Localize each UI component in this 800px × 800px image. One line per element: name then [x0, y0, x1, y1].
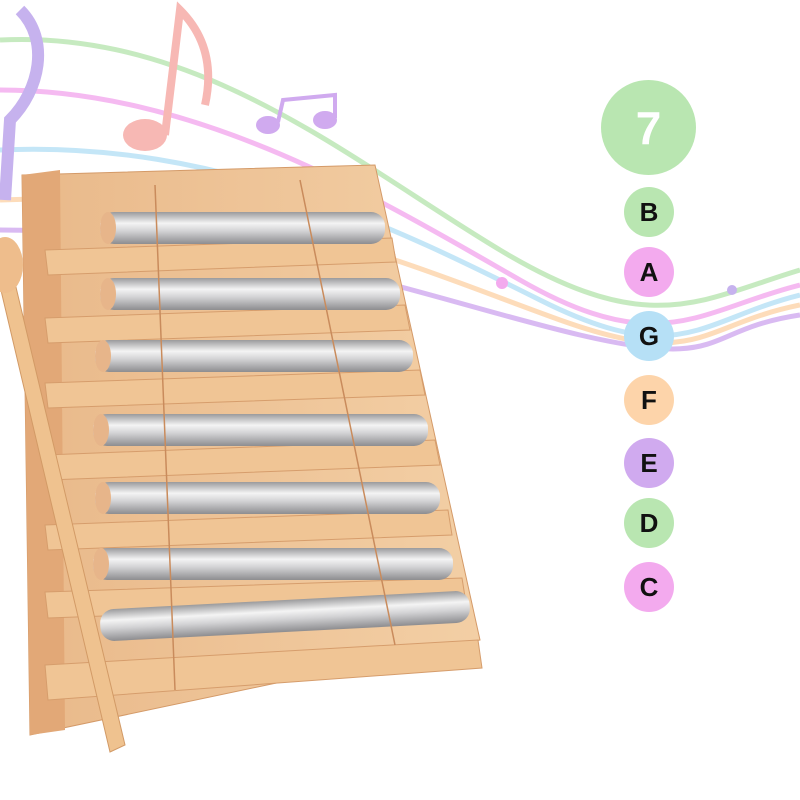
music-note-icons	[0, 1, 737, 295]
note-badge-a: A	[624, 247, 674, 297]
chime-bar[interactable]	[93, 548, 453, 580]
chime-bar[interactable]	[100, 278, 400, 310]
bar-count-badge: 7	[601, 80, 696, 175]
note-label: E	[640, 447, 658, 478]
note-badge-d: D	[624, 498, 674, 548]
note-label: F	[641, 384, 657, 415]
mallet[interactable]	[0, 237, 126, 753]
chime-bar[interactable]	[95, 340, 413, 372]
note-label: A	[639, 256, 659, 287]
chime-bar[interactable]	[100, 212, 385, 244]
bar-count-text: 7	[635, 101, 662, 154]
chime-bar[interactable]	[93, 414, 428, 446]
note-label: D	[639, 507, 659, 538]
note-label: B	[639, 196, 659, 227]
chime-bar[interactable]	[95, 482, 440, 514]
chime-bar[interactable]	[99, 590, 470, 641]
strings	[154, 179, 396, 691]
metal-chime-bars	[93, 212, 470, 641]
note-label: C	[639, 571, 659, 602]
note-badge-g: G	[624, 311, 674, 361]
note-badge-c: C	[624, 562, 674, 612]
note-badge-b: B	[624, 187, 674, 237]
note-badge-f: F	[624, 375, 674, 425]
note-label: G	[638, 320, 660, 351]
note-badge-e: E	[624, 438, 674, 488]
